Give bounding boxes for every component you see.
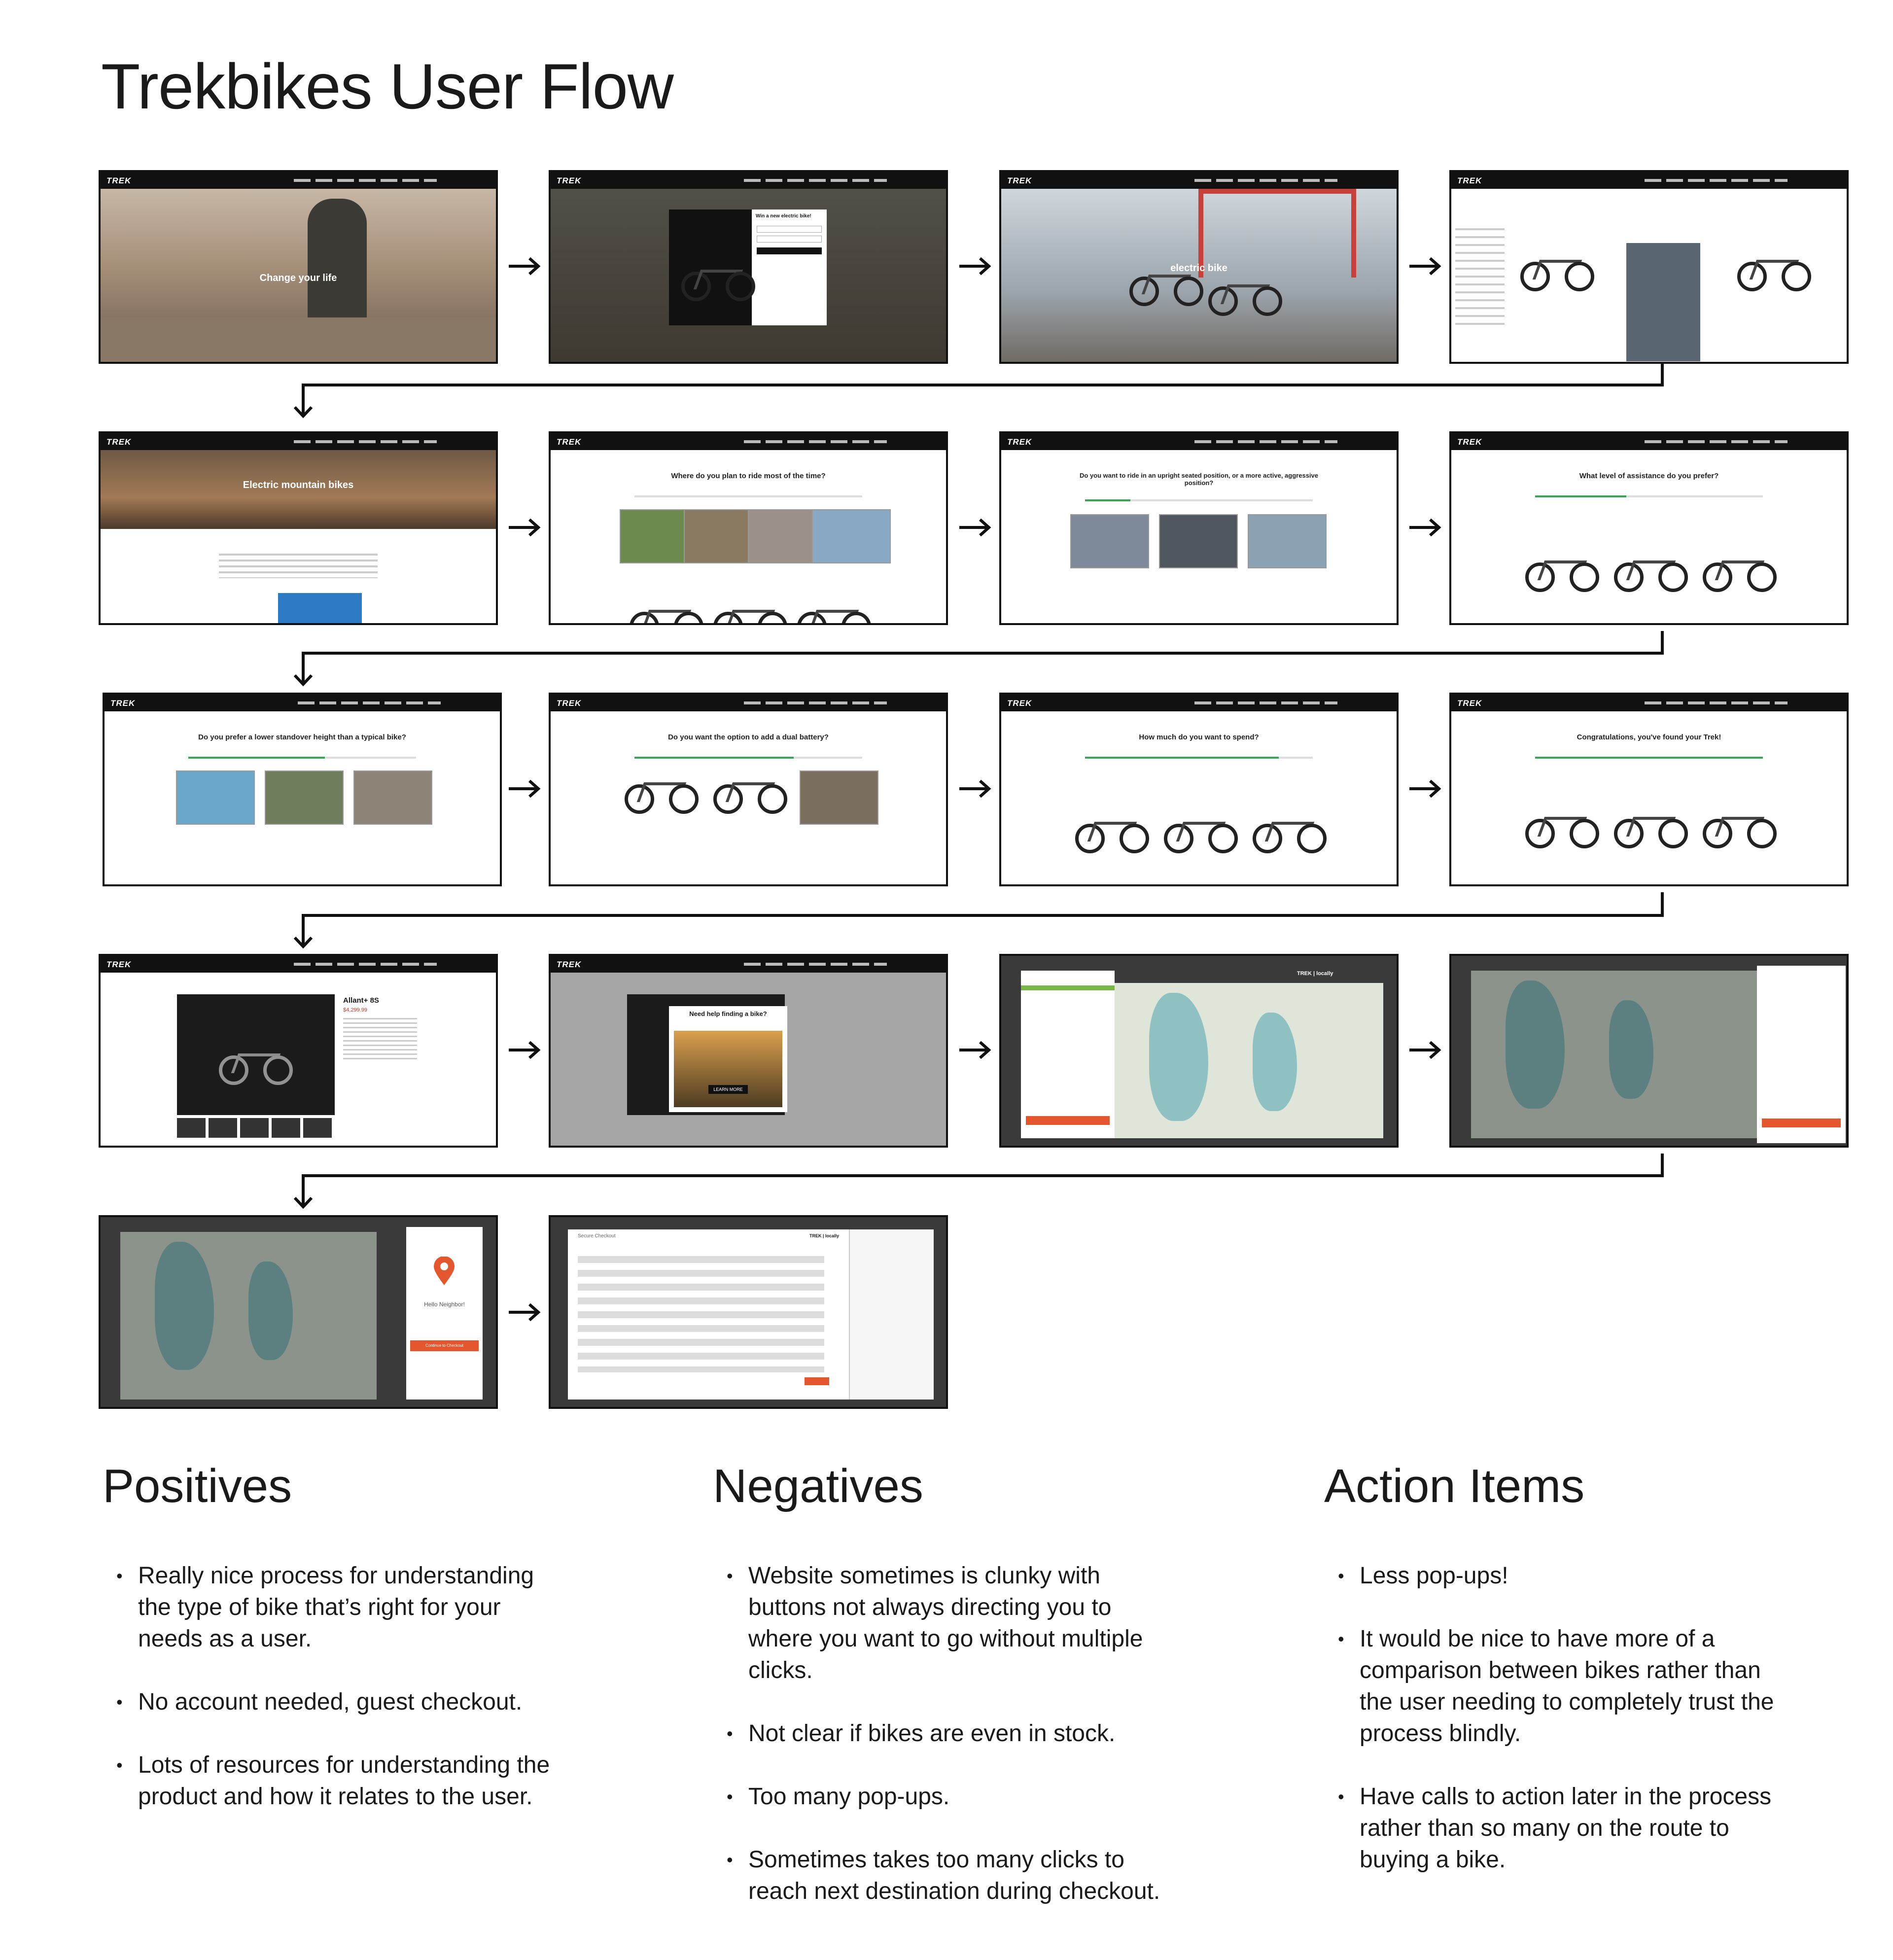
- flow-arrow-icon: [509, 518, 541, 537]
- flow-arrow-icon: [1409, 779, 1441, 798]
- flow-connector: [1661, 892, 1664, 917]
- product-name: Allant+ 8S: [343, 996, 379, 1005]
- screen-quiz-budget: TREK How much do you want to spend?: [999, 693, 1399, 886]
- trek-logo: TREK: [106, 176, 132, 185]
- list-item: No account needed, guest checkout.: [103, 1686, 561, 1718]
- list-item: Lots of resources for understanding the …: [103, 1750, 561, 1813]
- negatives-list: Website sometimes is clunky with buttons…: [713, 1560, 1171, 1939]
- learn-more-button[interactable]: LEARN MORE: [708, 1085, 748, 1094]
- flow-connector: [1661, 1154, 1664, 1177]
- screen-electric-bikes: TREK electric bike: [999, 170, 1399, 364]
- positives-list: Really nice process for understanding th…: [103, 1560, 561, 1844]
- quiz-question: Where do you plan to ride most of the ti…: [671, 472, 826, 480]
- flow-connector: [302, 652, 1664, 655]
- flow-connector: [1661, 364, 1664, 386]
- flow-arrow-down-icon: [293, 384, 313, 419]
- screen-quiz-standover: TREK Do you prefer a lower standover hei…: [103, 693, 502, 886]
- list-item: Too many pop-ups.: [713, 1781, 1171, 1813]
- quiz-question: How much do you want to spend?: [1139, 733, 1259, 741]
- location-pin-icon: [434, 1257, 455, 1285]
- flow-connector: [1661, 631, 1664, 655]
- page-title: Trekbikes User Flow: [101, 50, 674, 122]
- locally-brand: TREK | locally: [809, 1233, 839, 1238]
- product-price: $4,299.99: [343, 1007, 367, 1013]
- flow-arrow-icon: [1409, 1041, 1441, 1059]
- flow-arrow-icon: [1409, 257, 1441, 276]
- screen-quiz-position: TREK Do you want to ride in an upright s…: [999, 431, 1399, 625]
- flow-connector: [302, 1174, 1664, 1177]
- locally-brand: TREK | locally: [1297, 971, 1333, 977]
- quiz-question: Do you want the option to add a dual bat…: [668, 733, 829, 741]
- action-items-list: Less pop-ups! It would be nice to have m…: [1324, 1560, 1783, 1907]
- screen-quiz-ride-location: TREK Where do you plan to ride most of t…: [549, 431, 948, 625]
- flow-connector: [302, 914, 1664, 917]
- list-item: Really nice process for understanding th…: [103, 1560, 561, 1655]
- screen-quiz-result: TREK Congratulations, you've found your …: [1449, 693, 1849, 886]
- flow-arrow-icon: [509, 1041, 541, 1059]
- flow-arrow-icon: [959, 257, 991, 276]
- flow-connector: [302, 384, 1664, 386]
- flow-arrow-icon: [509, 257, 541, 276]
- flow-arrow-icon: [1409, 518, 1441, 537]
- screen-home: TREK Change your life: [99, 170, 498, 364]
- hero-caption: Change your life: [259, 273, 337, 283]
- quiz-question: Do you prefer a lower standover height t…: [198, 733, 406, 741]
- quiz-question: Do you want to ride in an upright seated…: [1080, 472, 1318, 487]
- screen-hello-neighbor: Hello Neighbor! Continue to Checkout: [99, 1215, 498, 1409]
- continue-checkout-button[interactable]: Continue to Checkout: [410, 1340, 479, 1351]
- screen-locally-cart: [1449, 954, 1849, 1148]
- list-item: Sometimes takes too many clicks to reach…: [713, 1844, 1171, 1907]
- list-item: Have calls to action later in the proces…: [1324, 1781, 1783, 1876]
- flow-arrow-down-icon: [293, 1174, 313, 1209]
- checkout-title: Secure Checkout: [578, 1233, 616, 1239]
- list-item: Not clear if bikes are even in stock.: [713, 1718, 1171, 1750]
- flow-arrow-icon: [959, 1041, 991, 1059]
- flow-arrow-icon: [509, 779, 541, 798]
- quiz-question: Congratulations, you've found your Trek!: [1577, 733, 1721, 741]
- list-item: It would be nice to have more of a compa…: [1324, 1623, 1783, 1750]
- hero-caption: Electric mountain bikes: [243, 480, 354, 490]
- screen-product: TREK Allant+ 8S $4,299.99: [99, 954, 498, 1148]
- screen-quiz-dual-battery: TREK Do you want the option to add a dua…: [549, 693, 948, 886]
- flow-arrow-down-icon: [293, 652, 313, 687]
- screen-popup-giveaway: TREK Win a new electric bike!: [549, 170, 948, 364]
- quiz-question: What level of assistance do you prefer?: [1579, 472, 1719, 480]
- flow-arrow-icon: [959, 779, 991, 798]
- screen-category: TREK: [1449, 170, 1849, 364]
- positives-heading: Positives: [103, 1460, 292, 1512]
- screen-secure-checkout: Secure Checkout TREK | locally: [549, 1215, 948, 1409]
- flow-arrow-icon: [959, 518, 991, 537]
- negatives-heading: Negatives: [713, 1460, 923, 1512]
- screen-emtb: TREK Electric mountain bikes: [99, 431, 498, 625]
- popup-title: Hello Neighbor!: [424, 1301, 465, 1308]
- list-item: Website sometimes is clunky with buttons…: [713, 1560, 1171, 1686]
- flow-arrow-down-icon: [293, 914, 313, 949]
- flow-arrow-icon: [509, 1303, 541, 1322]
- screen-locally-map: TREK | locally: [999, 954, 1399, 1148]
- action-items-heading: Action Items: [1324, 1460, 1585, 1512]
- screen-quiz-assistance: TREK What level of assistance do you pre…: [1449, 431, 1849, 625]
- list-item: Less pop-ups!: [1324, 1560, 1783, 1592]
- screen-product-popup: TREK Need help finding a bike? LEARN MOR…: [549, 954, 948, 1148]
- hero-caption: electric bike: [1170, 263, 1227, 274]
- popup-title: Need help finding a bike?: [689, 1010, 767, 1017]
- popup-title: Win a new electric bike!: [756, 213, 811, 219]
